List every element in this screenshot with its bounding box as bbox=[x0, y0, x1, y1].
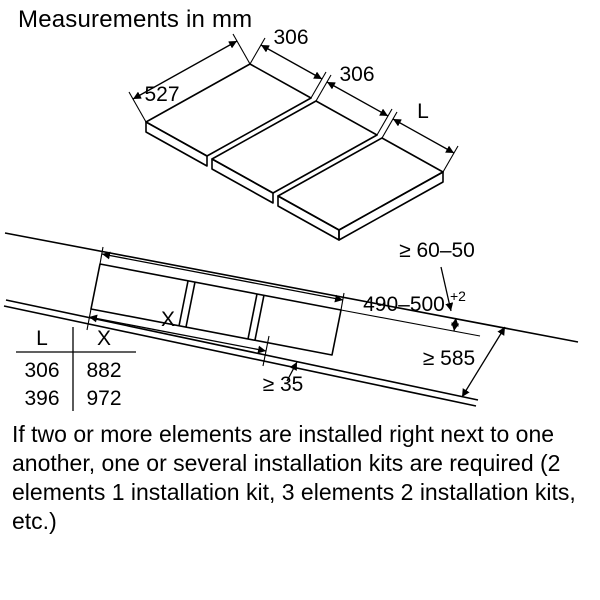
hob-width2-label: 306 bbox=[339, 63, 374, 86]
table-cell-l1: 306 bbox=[24, 359, 59, 382]
cutout-width-label: 490–500 bbox=[363, 293, 445, 316]
hob-width1-label: 306 bbox=[273, 26, 308, 49]
page-title: Measurements in mm bbox=[18, 6, 253, 33]
installation-note: If two or more elements are installed ri… bbox=[12, 421, 576, 534]
table-header-l: L bbox=[36, 327, 48, 350]
lx-table: L X 306 882 396 972 bbox=[16, 327, 136, 411]
table-cell-x2: 972 bbox=[86, 387, 121, 410]
table-cell-l2: 396 bbox=[24, 387, 59, 410]
hob-drawing bbox=[128, 33, 459, 241]
rear-gap-label: ≥ 60–50 bbox=[399, 239, 475, 262]
table-cell-x1: 882 bbox=[86, 359, 121, 382]
hob-width3-label: L bbox=[417, 100, 429, 123]
x-dimension-label: X bbox=[161, 308, 175, 331]
table-header-x: X bbox=[97, 327, 111, 350]
worktop-drawing bbox=[3, 232, 579, 407]
cutout-width-tolerance: +2 bbox=[450, 288, 466, 304]
front-gap-label: ≥ 35 bbox=[263, 373, 304, 396]
min-worktop-label: ≥ 585 bbox=[423, 347, 475, 370]
hob-depth-label: 527 bbox=[144, 83, 179, 106]
